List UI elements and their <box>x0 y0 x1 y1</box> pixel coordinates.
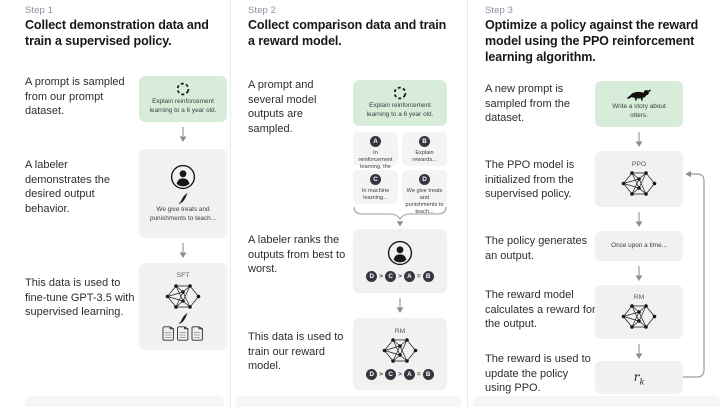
documents-icon <box>162 326 204 341</box>
step3-row3-caption: The policy generates an output. <box>485 235 588 262</box>
pen-icon <box>178 192 189 204</box>
column-divider-2 <box>467 0 468 407</box>
neural-network-icon <box>621 170 657 197</box>
feedback-loop-arrow <box>683 170 709 382</box>
step2-prompt-card: Explain reinforcement learning to a 6 ye… <box>353 80 447 126</box>
rm-label: RM <box>394 328 406 335</box>
ranking-row: D > C > A = B <box>366 271 434 282</box>
next-section-card-top <box>25 396 224 407</box>
output-card-d: D We give treats and punishments to teac… <box>402 170 447 215</box>
step1-row1-caption: A prompt is sampled from our prompt data… <box>25 76 125 118</box>
step2-row1-caption: A prompt and several model outputs are s… <box>248 79 317 135</box>
step2-prompt-text: Explain reinforcement learning to a 6 ye… <box>366 102 434 118</box>
rank-separator: = <box>416 273 421 280</box>
output-card-b: B Explain rewards... <box>402 132 447 166</box>
neural-network-icon <box>165 283 201 310</box>
rank-badge: B <box>422 271 434 282</box>
step3-row1-caption: A new prompt is sampled from the dataset… <box>485 83 570 125</box>
down-arrow-icon <box>395 297 405 314</box>
step3-prompt-text: Write a story about otters. <box>612 102 666 119</box>
output-text-b: Explain rewards... <box>412 150 437 163</box>
step1-prompt-text: Explain reinforcement learning to a 6 ye… <box>149 98 217 114</box>
rank-separator: > <box>379 273 384 280</box>
ranking-row: D > C > A = B <box>366 369 434 380</box>
rank-separator: > <box>379 371 384 378</box>
rank-badge: A <box>403 271 415 282</box>
rank-separator: > <box>398 371 402 378</box>
down-arrow-icon <box>634 265 644 282</box>
rank-badge: D <box>366 271 378 282</box>
step3-prompt-card: Write a story about otters. <box>595 81 683 127</box>
step3-row2-caption: The PPO model is initialized from the su… <box>485 159 575 201</box>
down-arrow-icon <box>178 126 188 143</box>
output-card-c: C In machine learning... <box>353 170 398 204</box>
step1-labeler-card: We give treats and punishments to teach.… <box>139 149 227 238</box>
step3-title: Optimize a policy against the reward mod… <box>485 18 699 64</box>
step1-row3-caption: This data is used to fine-tune GPT-3.5 w… <box>25 277 135 319</box>
down-arrow-icon <box>634 131 644 148</box>
ppo-label: PPO <box>631 161 647 168</box>
step3-output-card: Once upon a time... <box>595 231 683 261</box>
labeler-person-icon <box>387 240 413 266</box>
sft-label: SFT <box>176 272 190 279</box>
rank-badge: A <box>403 369 415 380</box>
next-section-card-top <box>236 396 461 407</box>
step1-prompt-card: Explain reinforcement learning to a 6 ye… <box>139 76 227 122</box>
rank-badge: B <box>422 369 434 380</box>
rank-separator: > <box>398 273 402 280</box>
step2-row2-caption: A labeler ranks the outputs from best to… <box>248 234 346 276</box>
rank-badge: C <box>385 369 397 380</box>
step2-row3-caption: This data is used to train our reward mo… <box>248 331 344 373</box>
next-section-card-top <box>473 396 720 407</box>
step3-rm-card: RM <box>595 285 683 339</box>
brace-arrow-icon <box>352 206 448 227</box>
pen-icon <box>178 312 189 324</box>
down-arrow-icon <box>178 242 188 259</box>
neural-network-icon <box>621 303 657 330</box>
step3-ppo-card: PPO <box>595 151 683 207</box>
step3-output-text: Once upon a time... <box>611 241 667 249</box>
step3-row5-caption: The reward is used to update the policy … <box>485 353 591 395</box>
output-badge-d: D <box>419 174 430 185</box>
rank-badge: D <box>366 369 378 380</box>
output-text-c: In machine learning... <box>361 188 390 201</box>
rm-label: RM <box>633 294 645 301</box>
prompt-sample-icon <box>393 86 407 100</box>
step2-title: Collect comparison data and train a rewa… <box>248 18 447 48</box>
otter-icon <box>626 88 652 101</box>
down-arrow-icon <box>634 211 644 228</box>
labeler-person-icon <box>170 164 196 190</box>
step1-labeler-note: We give treats and punishments to teach.… <box>149 205 217 222</box>
step3-reward-card: rk <box>595 361 683 394</box>
rank-badge: C <box>385 271 397 282</box>
column-divider-1 <box>230 0 231 407</box>
rank-separator: = <box>416 371 421 378</box>
prompt-sample-icon <box>176 82 190 96</box>
step1-sft-card: SFT <box>139 263 227 350</box>
step3-row4-caption: The reward model calculates a reward for… <box>485 289 596 331</box>
reward-symbol: rk <box>633 368 645 387</box>
step2-labeler-card: D > C > A = B <box>353 229 447 293</box>
step1-label: Step 1 <box>25 5 54 16</box>
down-arrow-icon <box>634 343 644 360</box>
output-text-d: We give treats and punishments to teach.… <box>405 188 444 215</box>
neural-network-icon <box>382 337 418 364</box>
step1-row2-caption: A labeler demonstrates the desired outpu… <box>25 159 110 215</box>
output-card-a: A In reinforcement learning, the agent i… <box>353 132 398 177</box>
output-badge-c: C <box>370 174 381 185</box>
step3-label: Step 3 <box>485 5 514 16</box>
step1-title: Collect demonstration data and train a s… <box>25 18 209 48</box>
output-badge-b: B <box>419 136 430 147</box>
step2-label: Step 2 <box>248 5 277 16</box>
output-badge-a: A <box>370 136 381 147</box>
step2-rm-card: RM D > C > A = B <box>353 318 447 390</box>
